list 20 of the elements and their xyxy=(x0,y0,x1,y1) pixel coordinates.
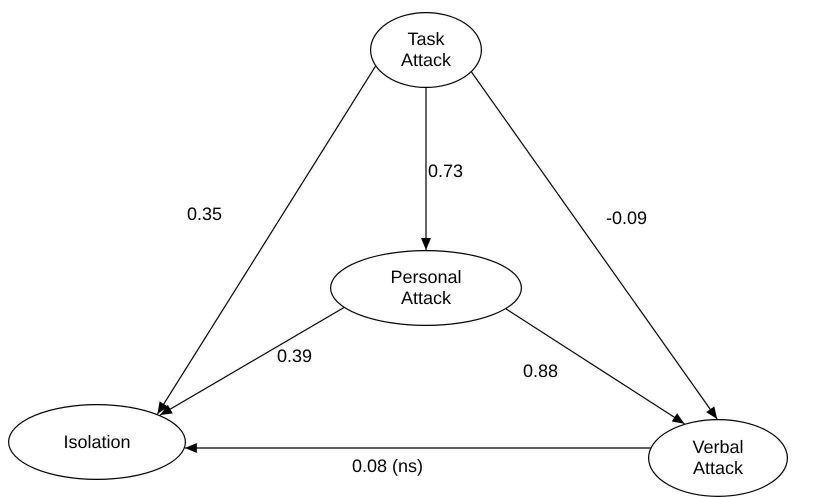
edge-label: -0.09 xyxy=(606,208,648,229)
ellipse-node xyxy=(648,419,788,497)
arrow xyxy=(421,88,431,250)
edge-label: 0.88 xyxy=(523,361,558,382)
edge-label: 0.73 xyxy=(428,161,464,182)
arrow xyxy=(184,443,650,453)
edge-label: 0.35 xyxy=(187,204,222,225)
ellipse-node xyxy=(330,250,522,326)
arrow xyxy=(506,308,685,424)
node-label: Personal Attack xyxy=(389,267,463,309)
arrow xyxy=(160,307,344,416)
node-label: Isolation xyxy=(63,432,131,452)
edge-label: 0.39 xyxy=(277,346,312,367)
node-label: Verbal Attack xyxy=(691,437,745,479)
arrow xyxy=(471,72,718,420)
node-label: Task Attack xyxy=(400,29,452,71)
ellipse-node xyxy=(8,404,186,480)
arrow xyxy=(156,66,376,414)
ellipse-node xyxy=(370,12,482,88)
edge-label: 0.08 (ns) xyxy=(352,456,424,477)
